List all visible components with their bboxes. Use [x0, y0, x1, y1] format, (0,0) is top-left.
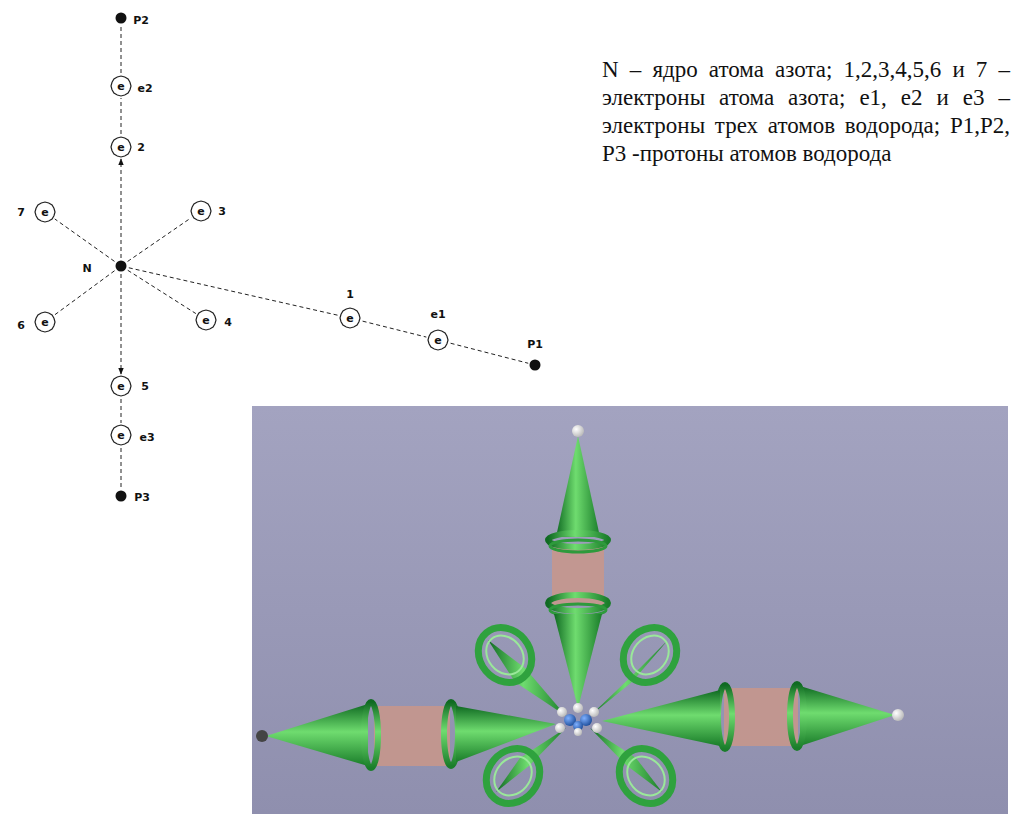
electron-symbol: e: [117, 141, 124, 152]
particle-label: e3: [138, 432, 155, 443]
dashed-connector: [128, 218, 192, 262]
diagonal-cones: [467, 617, 688, 814]
electron-circle: ee2: [110, 75, 132, 97]
circle-outline: [35, 202, 55, 222]
particle-label: 5: [140, 381, 150, 392]
electron-circle: e2: [110, 136, 132, 158]
electron-symbol: e: [346, 312, 353, 323]
right-cone-assembly: [602, 684, 904, 749]
dot-shape: [115, 260, 127, 272]
particle-label: e2: [136, 83, 153, 94]
electron-circle: e1: [339, 307, 361, 329]
dashed-connector: [121, 448, 122, 489]
dashed-connector: [363, 321, 427, 337]
particle-label: 6: [16, 320, 26, 331]
dot-shape: [115, 490, 127, 502]
particle-label: 3: [217, 206, 227, 217]
electron-symbol: e: [41, 316, 48, 327]
particle-label: P1: [526, 339, 544, 350]
circle-outline: [196, 310, 216, 330]
legend-note: N – ядро атома азота; 1,2,3,4,5,6 и 7 – …: [602, 56, 1010, 168]
dot-shape: [529, 359, 541, 371]
particle-dot: N: [115, 260, 127, 272]
particle-label: N: [81, 263, 92, 274]
particle-label: e1: [429, 309, 446, 320]
dot-shape: [115, 12, 127, 24]
electron-symbol: e: [117, 380, 124, 391]
dot-fill: [116, 491, 127, 502]
dashed-connector: [121, 274, 122, 374]
particle-dot: P2: [115, 12, 127, 24]
dashed-connector: [55, 271, 115, 315]
electron-symbol: e: [434, 334, 441, 345]
circle-outline: [111, 137, 131, 157]
dashed-connector: [121, 25, 122, 73]
dot-fill: [116, 261, 127, 272]
particle-label: 4: [223, 317, 233, 328]
electron-symbol: e: [41, 206, 48, 217]
electron-circle: ee3: [110, 424, 132, 446]
dashed-connector: [121, 399, 122, 423]
particle-label: 1: [345, 289, 355, 300]
dashed-connector: [121, 98, 122, 134]
atom-cluster: [555, 703, 602, 736]
dashed-connector: [121, 159, 122, 258]
electron-circle: e7: [34, 201, 56, 223]
particle-dot: P3: [115, 490, 127, 502]
electron-circle: e4: [195, 309, 217, 331]
circle-outline: [191, 201, 211, 221]
dot-fill: [116, 13, 127, 24]
circle-outline: [428, 330, 448, 350]
electron-circle: ee1: [427, 329, 449, 351]
circle-outline: [111, 425, 131, 445]
electron-circle: e3: [190, 200, 212, 222]
render-background: [252, 406, 1008, 814]
particle-label: P3: [133, 492, 151, 503]
particle-label: 7: [16, 207, 26, 218]
electron-symbol: e: [117, 80, 124, 91]
dashed-connector: [129, 268, 338, 316]
particle-dot: P1: [529, 359, 541, 371]
dashed-connector: [128, 270, 196, 313]
circle-outline: [340, 308, 360, 328]
dot-fill: [530, 360, 541, 371]
circle-outline: [35, 312, 55, 332]
dashed-connector: [451, 343, 529, 363]
circle-outline: [111, 76, 131, 96]
electron-symbol: e: [197, 205, 204, 216]
circle-outline: [111, 376, 131, 396]
electron-symbol: e: [117, 429, 124, 440]
electron-symbol: e: [202, 314, 209, 325]
particle-label: 2: [136, 142, 146, 153]
electron-circle: e6: [34, 311, 56, 333]
electron-circle: e5: [110, 375, 132, 397]
dashed-connector: [55, 219, 115, 261]
particle-label: P2: [132, 15, 150, 26]
top-cone-assembly: [548, 425, 608, 708]
